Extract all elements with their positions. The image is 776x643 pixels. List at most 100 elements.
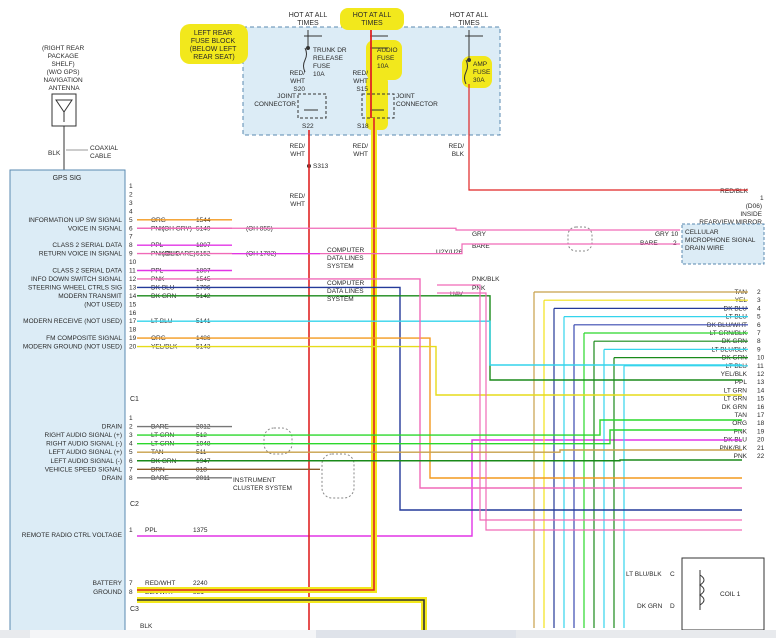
cell-pin-10: 10 xyxy=(671,231,679,238)
c1-pin-label: VOICE IN SIGNAL xyxy=(68,225,123,232)
right-pin-10: 10 xyxy=(757,355,765,362)
right-pin-15: 15 xyxy=(757,396,765,403)
c3-wire-color: RED/WHT xyxy=(145,580,175,587)
c1-pin-label: MODERN RECEIVE (NOT USED) xyxy=(23,318,122,325)
right-pin-21: 21 xyxy=(757,445,765,452)
c1-pin-5: 5 xyxy=(129,217,133,224)
c3-pin-8: 8 xyxy=(129,589,133,596)
right-pin-5: 5 xyxy=(757,314,761,321)
fuse-block-label: LEFT REAR FUSE BLOCK (BELOW LEFT REAR SE… xyxy=(190,30,239,61)
connector-arrows xyxy=(304,35,483,111)
uav-label: UAV xyxy=(450,291,464,298)
c2-pin-label: DRAIN xyxy=(102,424,123,431)
c1-pin-13: 13 xyxy=(129,284,137,291)
bottom-scrollbar[interactable] xyxy=(0,630,776,638)
right-pin-17: 17 xyxy=(757,412,765,419)
right-pin-6: 6 xyxy=(757,322,761,329)
battery-wire xyxy=(137,118,375,591)
amp-fuse-symbol xyxy=(464,30,471,85)
c3-pin-label: GROUND xyxy=(93,589,122,596)
redwht-label-1: RED/WHT xyxy=(289,143,305,158)
right-pin-22: 22 xyxy=(757,453,765,460)
route-lt-grn-1 xyxy=(232,419,742,436)
audio-fuse-label: AUDIO FUSE 10A xyxy=(377,47,399,70)
mirror-wire-label: RED/BLK xyxy=(720,188,748,195)
c2-pin-5: 5 xyxy=(129,449,133,456)
ground-highlight-wire xyxy=(137,597,427,632)
right-pin-13: 13 xyxy=(757,379,765,386)
battery-highlight-wire xyxy=(137,118,377,593)
right-wire-color: PNK/BLK xyxy=(720,445,748,452)
route-org xyxy=(232,337,742,479)
c1-pin-label: INFORMATION UP SW SIGNAL xyxy=(28,217,122,224)
c2-pin-4: 4 xyxy=(129,441,133,448)
right-pin-14: 14 xyxy=(757,387,765,394)
s22-label: S22 xyxy=(302,123,314,130)
c1-pin-1: 1 xyxy=(129,183,133,190)
c1-pin-20: 20 xyxy=(129,344,137,351)
c1-pin-14: 14 xyxy=(129,293,137,300)
right-wire-color: PPL xyxy=(735,379,748,386)
remote-wire-color: PPL xyxy=(145,527,158,534)
c1-pin-8: 8 xyxy=(129,242,133,249)
c1-pin-label: STEERING WHEEL CTRLS SIG xyxy=(28,284,122,291)
c1-pin-15: 15 xyxy=(129,301,137,308)
c1-pin-4: 4 xyxy=(129,208,133,215)
c1-pin-10: 10 xyxy=(129,259,137,266)
c2-pin-label: RIGHT AUDIO SIGNAL (-) xyxy=(46,441,122,448)
c1-pin-12: 12 xyxy=(129,276,137,283)
pnkblk-label: PNK/BLK xyxy=(472,276,500,283)
c2-pin-label: RIGHT AUDIO SIGNAL (+) xyxy=(45,432,122,439)
antenna-label: (RIGHT REAR PACKAGE SHELF) (W/O GPS) NAV… xyxy=(42,45,86,92)
audio-fuse-highlight xyxy=(366,40,402,80)
right-pin-19: 19 xyxy=(757,428,765,435)
c2-pin-label: DRAIN xyxy=(102,475,123,482)
redblk-label: RED/BLK xyxy=(448,143,464,158)
c3-pin-label: BATTERY xyxy=(93,580,123,587)
c1-pin-6: 6 xyxy=(129,225,133,232)
right-pin-2: 2 xyxy=(757,289,761,296)
shield-oval-1 xyxy=(263,427,293,455)
c2-pin-7: 7 xyxy=(129,466,133,473)
trunk-fuse-symbol xyxy=(303,30,310,73)
route-pnk xyxy=(232,278,742,489)
coil-label: COIL 1 xyxy=(720,591,741,598)
c1-pin-16: 16 xyxy=(129,310,137,317)
c1-pin-18: 18 xyxy=(129,327,137,334)
c1-pin-7: 7 xyxy=(129,234,133,241)
pnk-label: PNK xyxy=(472,285,486,292)
c2-pin-1: 1 xyxy=(129,415,133,422)
c2-pin-2: 2 xyxy=(129,424,133,431)
remote-circuit: 1375 xyxy=(193,527,208,534)
right-pin-18: 18 xyxy=(757,420,765,427)
right-pin-3: 3 xyxy=(757,297,761,304)
c2-label: C2 xyxy=(130,501,139,508)
c2-pin-8: 8 xyxy=(129,475,133,482)
route-voice xyxy=(232,227,680,231)
coil-pin-c: C xyxy=(670,571,675,578)
u2y-label: U2Y/U26 xyxy=(436,249,463,256)
c1-pin-label: RETURN VOICE IN SIGNAL xyxy=(39,251,122,258)
amp-fuse-label: AMP FUSE 30A xyxy=(473,61,492,84)
c1-pin-11: 11 xyxy=(129,268,136,275)
scroll-thumb[interactable] xyxy=(30,630,316,638)
route-pnkblk xyxy=(437,284,742,521)
remote-pin: 1 xyxy=(129,527,133,534)
route-lt-blu xyxy=(232,320,742,366)
right-wire-color: PNK xyxy=(734,453,748,460)
route-pnk2 xyxy=(437,292,742,531)
right-pin-16: 16 xyxy=(757,404,765,411)
route-lt-grn-2 xyxy=(232,429,742,445)
scroll-track-mid xyxy=(316,630,516,638)
joint-left-box xyxy=(297,93,327,119)
coil-box xyxy=(681,557,765,631)
